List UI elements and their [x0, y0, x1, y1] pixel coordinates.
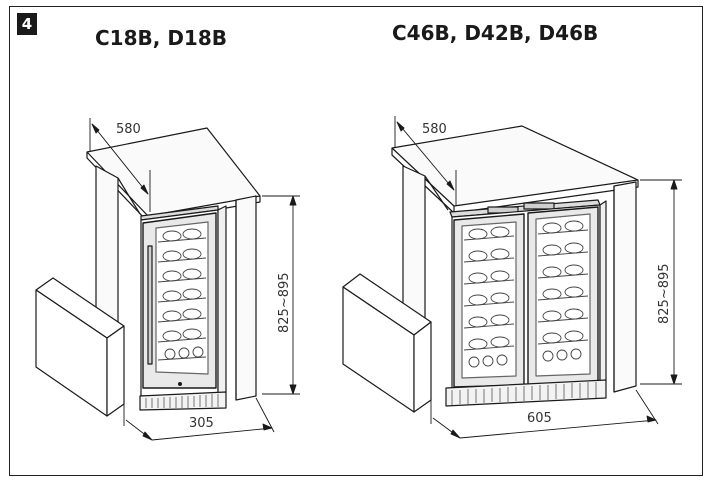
right-width-label: 605: [527, 411, 552, 426]
right-depth-label: 580: [422, 122, 447, 137]
right-model-title: C46B, D42B, D46B: [392, 21, 599, 45]
right-width-dimension: [430, 389, 659, 439]
right-plinth-board: [342, 273, 432, 413]
right-installation: [342, 116, 682, 439]
right-wine-cooler: [445, 199, 607, 407]
left-depth-dimension: [89, 118, 151, 212]
left-plinth-board: [35, 277, 125, 417]
left-depth-label: 580: [116, 122, 141, 137]
figure-number-badge: 4: [17, 13, 37, 35]
right-height-dimension: [640, 179, 682, 385]
left-installation: [35, 118, 300, 441]
right-height-label: 825~895: [657, 263, 672, 324]
left-height-label: 825~895: [277, 272, 292, 333]
left-width-dimension: [123, 397, 275, 441]
left-model-title: C18B, D18B: [95, 26, 227, 50]
figure-frame: [9, 6, 703, 476]
left-height-dimension: [262, 195, 300, 395]
left-wine-cooler: [139, 205, 227, 411]
right-depth-dimension: [394, 116, 457, 206]
left-width-label: 305: [189, 416, 214, 431]
